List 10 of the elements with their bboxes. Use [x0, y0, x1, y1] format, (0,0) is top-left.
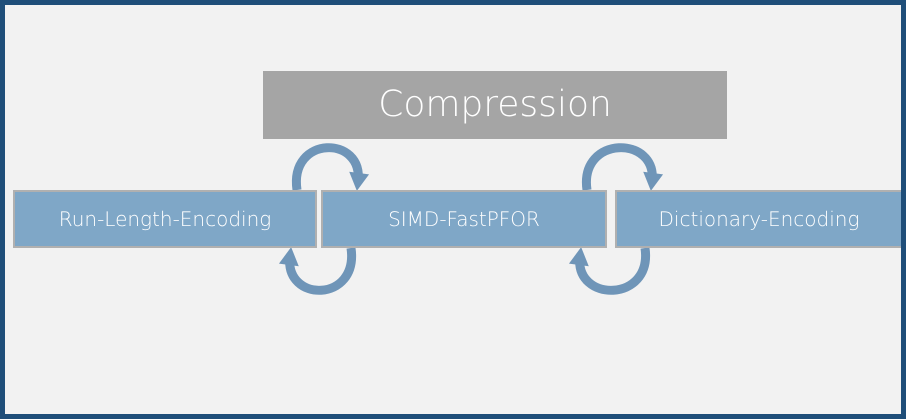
curved-arrow — [280, 247, 356, 295]
box-label: Compression — [378, 84, 612, 126]
box-label: Run-Length-Encoding — [58, 208, 272, 230]
box-label: Dictionary-Encoding — [658, 208, 860, 230]
curved-arrow — [570, 247, 650, 295]
box-label: SIMD-FastPFOR — [388, 208, 540, 230]
process-box — [13, 190, 317, 248]
title-box — [263, 71, 727, 139]
process-box — [615, 190, 901, 248]
process-box — [321, 190, 607, 248]
